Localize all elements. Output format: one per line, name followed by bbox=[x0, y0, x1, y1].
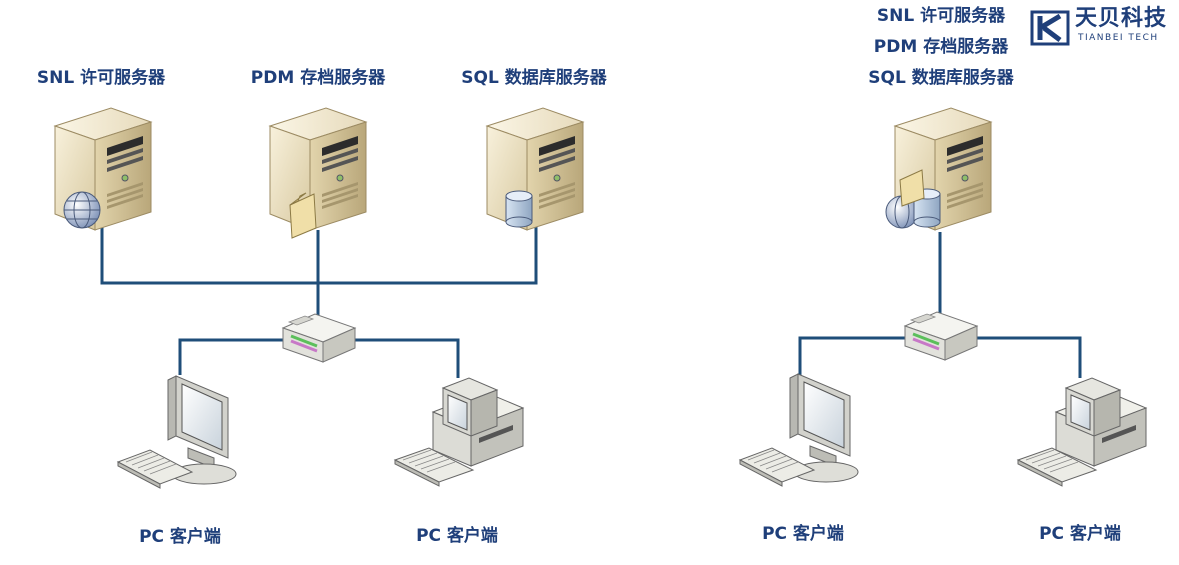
right-network-switch bbox=[903, 310, 979, 362]
pdm-archive-server bbox=[269, 107, 367, 231]
logo-name: 天贝科技 bbox=[1075, 6, 1168, 31]
right-client-tower-pc bbox=[1017, 377, 1147, 487]
right-client-monitor-pc bbox=[739, 373, 859, 487]
sql-database-server bbox=[486, 107, 584, 231]
left-network-switch bbox=[281, 312, 357, 364]
left-client1-cable bbox=[178, 338, 286, 375]
snl-server-label: SNL 许可服务器 bbox=[36, 68, 166, 88]
globe-icon bbox=[63, 191, 101, 229]
right-client1-cable bbox=[798, 336, 908, 376]
right-snl-label: SNL 许可服务器 bbox=[876, 6, 1006, 26]
right-cables bbox=[798, 232, 1082, 378]
left-client-tower-pc bbox=[394, 377, 524, 487]
right-client2-cable bbox=[976, 336, 1082, 378]
right-client2-label: PC 客户端 bbox=[1039, 524, 1121, 544]
database-icon bbox=[505, 190, 533, 228]
pdm-server-label: PDM 存档服务器 bbox=[250, 68, 386, 88]
left-client2-cable bbox=[354, 338, 460, 378]
left-client1-label: PC 客户端 bbox=[139, 527, 221, 547]
tianbei-logo bbox=[1030, 10, 1070, 46]
right-client1-label: PC 客户端 bbox=[762, 524, 844, 544]
left-client-monitor-pc bbox=[117, 375, 237, 489]
logo-subtitle: TIANBEI TECH bbox=[1078, 33, 1159, 43]
sql-server-label: SQL 数据库服务器 bbox=[461, 68, 607, 88]
combined-folder-icon bbox=[899, 169, 925, 207]
right-sql-label: SQL 数据库服务器 bbox=[868, 68, 1014, 88]
folder-icon bbox=[289, 192, 317, 239]
combined-globe-icon bbox=[885, 195, 919, 229]
right-pdm-label: PDM 存档服务器 bbox=[873, 37, 1009, 57]
left-cables bbox=[100, 220, 538, 378]
left-client2-label: PC 客户端 bbox=[416, 526, 498, 546]
